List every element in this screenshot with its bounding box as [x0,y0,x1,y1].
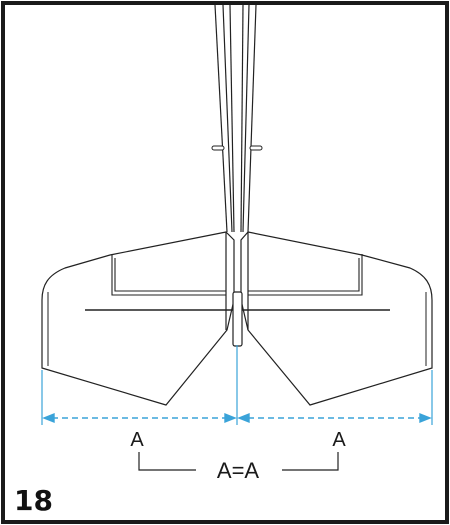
equality-bracket [138,452,339,471]
fuselage [214,4,257,233]
horizontal-stabilizer [41,231,433,406]
dimension-extensions [41,345,433,425]
center-post [232,291,243,347]
left-span-label: A [130,429,144,451]
elevator-recesses [111,254,363,296]
step-number: 18 [14,484,53,517]
equation-label: A=A [217,458,260,483]
dimension-arrows [42,412,432,424]
tip-edges [47,292,427,366]
right-span-label: A [332,429,346,451]
wing-tube-stubs [211,145,263,151]
